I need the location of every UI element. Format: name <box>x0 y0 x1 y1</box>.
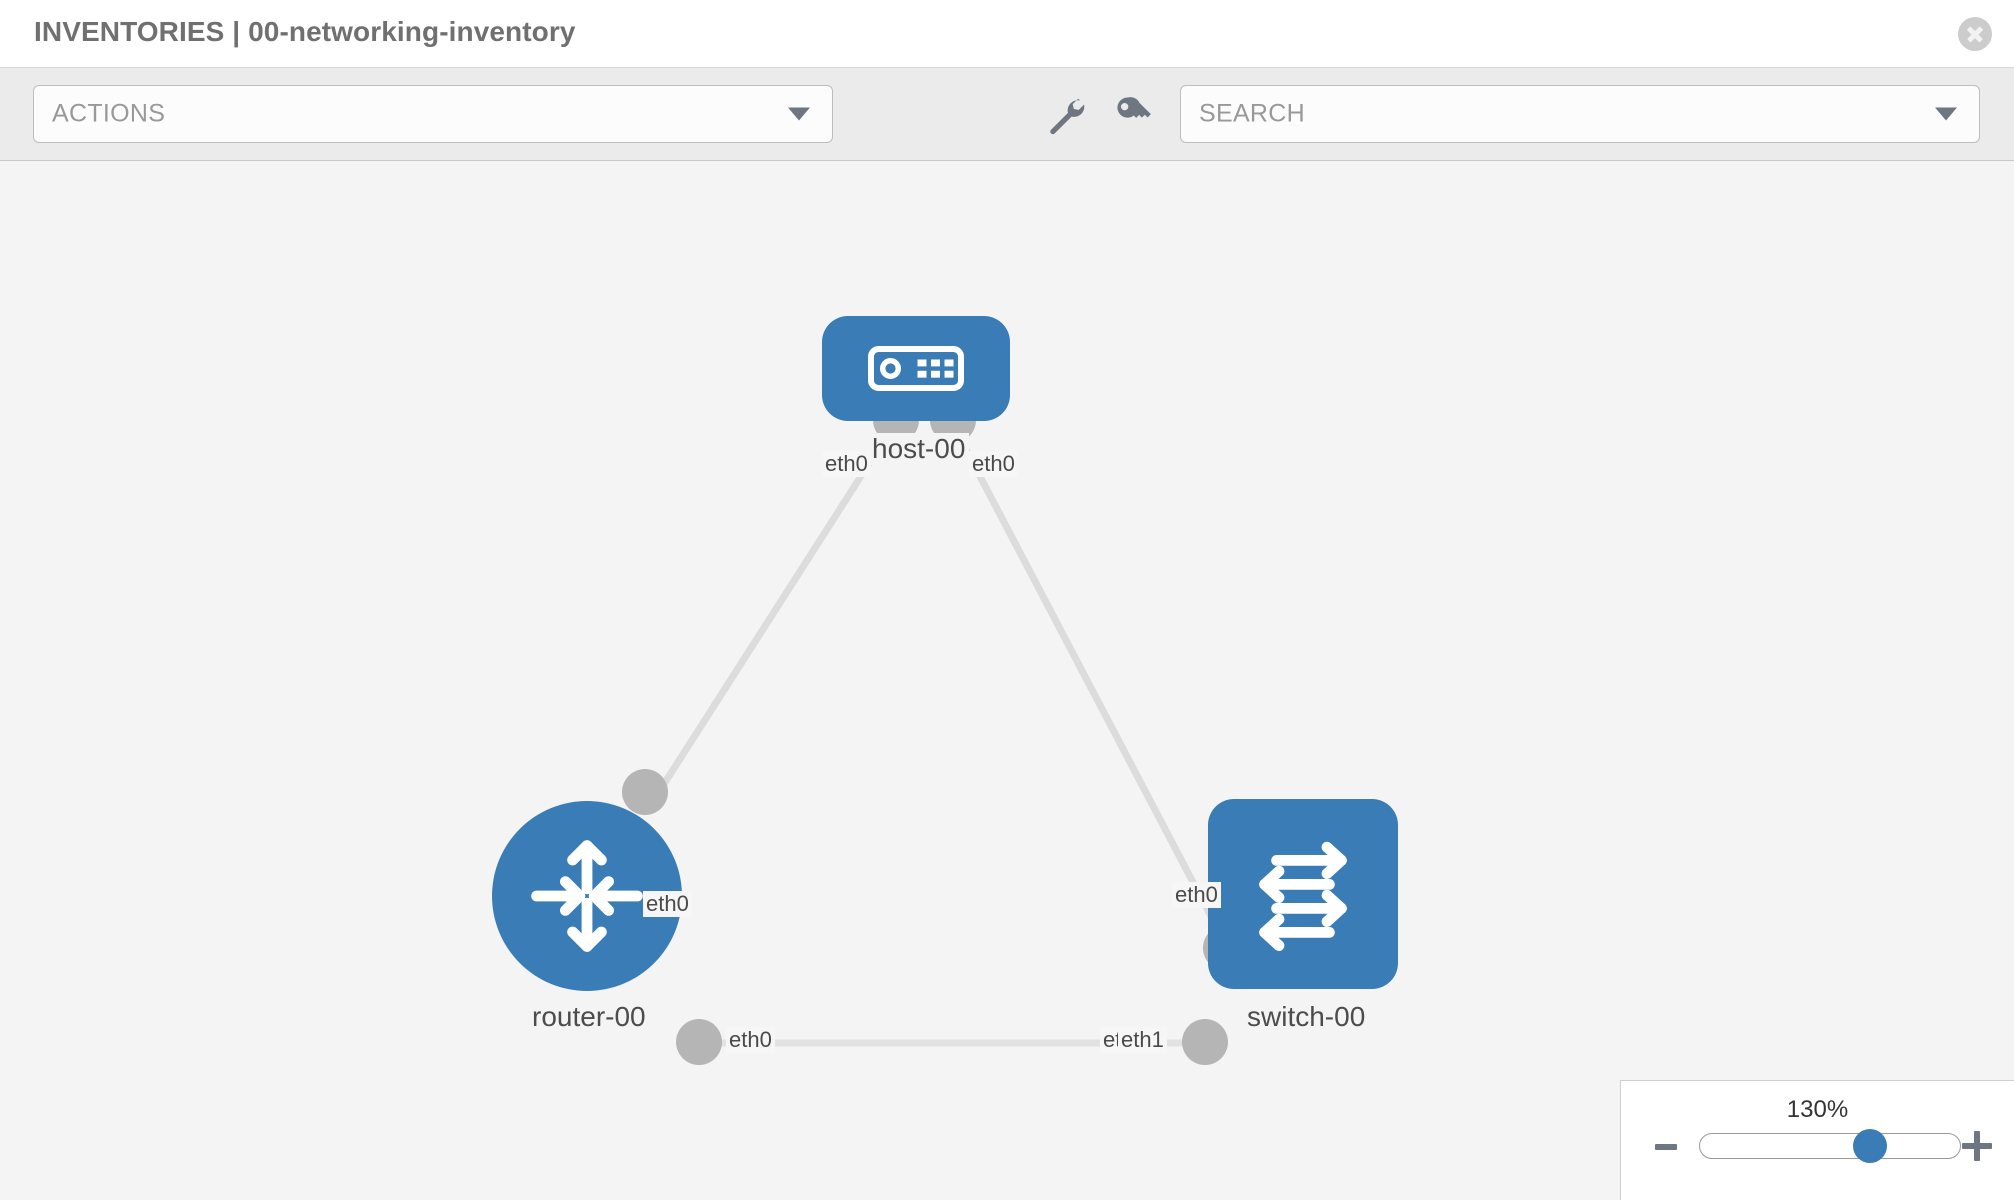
edge-label-router-eth0-east: eth0 <box>726 1027 775 1053</box>
wrench-icon[interactable] <box>1043 92 1087 136</box>
edge-label-host-eth0-left: eth0 <box>822 451 871 477</box>
topology-links <box>645 421 1231 1047</box>
actions-dropdown[interactable]: ACTIONS <box>33 85 833 143</box>
topology-node-switch-00[interactable] <box>1208 799 1398 989</box>
actions-dropdown-label: ACTIONS <box>52 99 166 128</box>
search-placeholder: SEARCH <box>1199 99 1305 128</box>
zoom-out-button[interactable] <box>1655 1144 1677 1150</box>
edge-label-host-eth0-right: eth0 <box>969 451 1018 477</box>
zoom-slider-thumb[interactable] <box>1853 1129 1887 1163</box>
interface-endpoint[interactable] <box>622 769 668 815</box>
page-title: INVENTORIES | 00-networking-inventory <box>34 16 576 47</box>
edge-label-switch-eth0-up: eth0 <box>1172 882 1221 908</box>
node-label-host-00: host-00 <box>868 433 970 465</box>
router-icon <box>531 840 643 952</box>
link-host-switch <box>948 421 1231 949</box>
page-header: INVENTORIES | 00-networking-inventory <box>0 0 2014 68</box>
chevron-down-icon[interactable] <box>1935 107 1957 121</box>
interface-endpoint[interactable] <box>676 1019 722 1065</box>
node-label-router-00: router-00 <box>528 1001 650 1033</box>
edge-label-switch-eth1-west: eth1 <box>1118 1027 1167 1053</box>
close-icon[interactable] <box>1958 17 1992 51</box>
toolbar: ACTIONS SEARCH <box>0 68 2014 161</box>
chevron-down-icon <box>788 107 810 121</box>
edge-label-router-eth0-up: eth0 <box>643 891 692 917</box>
link-host-router <box>645 421 898 811</box>
zoom-control-panel: 130% <box>1620 1080 2014 1200</box>
zoom-in-button[interactable] <box>1962 1131 1992 1161</box>
zoom-slider-track[interactable] <box>1699 1133 1961 1159</box>
server-icon <box>868 346 964 391</box>
topology-canvas[interactable]: host-00 router-00 switch-00 eth0 eth0 et… <box>0 161 2014 1200</box>
switch-icon <box>1259 841 1347 951</box>
zoom-level-value: 130% <box>1786 1096 1849 1123</box>
key-icon[interactable] <box>1112 92 1156 136</box>
node-label-switch-00: switch-00 <box>1243 1001 1370 1033</box>
interface-endpoint[interactable] <box>1182 1019 1228 1065</box>
topology-node-host-00[interactable] <box>822 316 1010 421</box>
search-input[interactable]: SEARCH <box>1180 85 1980 143</box>
plus-icon-vertical <box>1974 1131 1980 1161</box>
